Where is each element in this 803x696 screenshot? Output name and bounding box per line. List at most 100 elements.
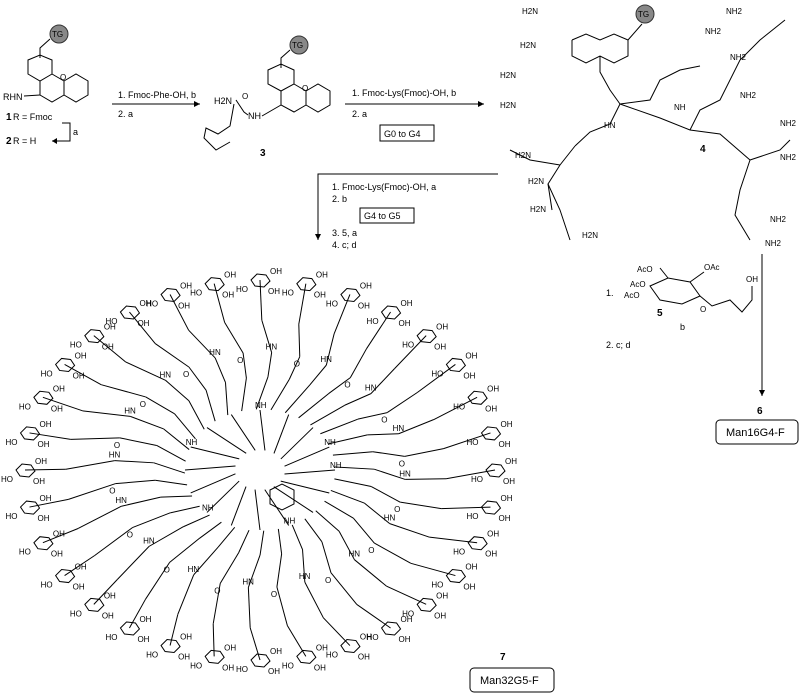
dendrimer-bond: [310, 404, 345, 426]
step3-line2: 2. b: [332, 194, 347, 204]
tentagel-bead-3: [289, 35, 309, 55]
mannose-oh-label: OH: [465, 563, 477, 572]
compound-5-step-b: b: [680, 322, 685, 332]
mannose-oh-label: OH: [53, 384, 65, 393]
c4-nh2-4: H2N: [500, 101, 516, 110]
dendrimer-bond: [212, 623, 215, 657]
dendrimer-bond: [284, 446, 330, 467]
mannose-ring: [480, 426, 502, 441]
mannose-ring: [204, 649, 225, 664]
amide-o-label: O: [381, 416, 387, 425]
dendrimer-bond: [325, 333, 335, 366]
dendrimer-bond: [367, 433, 399, 436]
amide-hn-label: HN: [393, 424, 405, 433]
dendrimer-bond: [64, 364, 102, 386]
dendrimer-bond: [255, 376, 269, 410]
dendrimer-bond: [206, 480, 240, 513]
amide-o-label: O: [271, 590, 277, 599]
dendrimer-bond: [94, 527, 134, 556]
mannose-ring: [340, 287, 361, 302]
dendrimer-bond: [242, 352, 247, 379]
resin-label-1: TG: [52, 30, 63, 39]
mannose-oh-label: OH: [434, 611, 446, 620]
amide-o-label: O: [109, 487, 115, 496]
mannose-oh-label: OH: [75, 351, 87, 360]
mannose-oh-label: OH: [268, 667, 280, 676]
amide-hn-label: HN: [320, 355, 332, 364]
mannose-ring: [467, 536, 488, 551]
mannose-oh-label: OH: [434, 343, 446, 352]
dendrimer-bond: [114, 460, 154, 464]
mannose-oh-label: OH: [314, 663, 326, 672]
dendrimer-bond: [183, 514, 210, 528]
mannose-ho-label: HO: [105, 317, 117, 326]
dendrimer-bond: [68, 483, 116, 500]
mannose-oh-label: OH: [360, 633, 372, 642]
mannose-oh-label: OH: [399, 635, 411, 644]
dendrimer-bond: [304, 581, 324, 619]
mannose-oh-label: OH: [51, 550, 63, 559]
dendrimer-bond: [129, 311, 156, 344]
dendrimer-bond: [145, 396, 175, 415]
compound-4-number: 4: [700, 144, 706, 155]
amide-nh-label: NH: [202, 503, 214, 512]
dendrimer-bond: [374, 468, 406, 480]
compound-5-structure: AcO OAc AcO AcO O OH 1. 5 b 2. c; d: [606, 263, 758, 350]
compound-3-number: 3: [260, 148, 266, 159]
amide-o-label: O: [114, 441, 120, 450]
mannose-ring: [160, 639, 181, 654]
mannose-ho-label: HO: [453, 548, 465, 557]
amide-o-label: O: [164, 565, 170, 574]
c4-nh2-7: H2N: [530, 205, 546, 214]
dendrimer-bond: [270, 379, 290, 411]
dendrimer-bond: [65, 460, 115, 470]
mannose-oh-label: OH: [224, 643, 236, 652]
mannose-oh-label: OH: [40, 420, 52, 429]
dendrimer-bond: [280, 427, 314, 460]
dendrimer-bond: [441, 506, 491, 510]
dendrimer-bond: [332, 451, 373, 456]
dendrimer-bond: [190, 473, 236, 494]
compound-6-box: [715, 419, 799, 445]
amide-nh-label: NH: [255, 401, 267, 410]
reaction-step-2: 1. Fmoc-Lys(Fmoc)-OH, b 2. a G0 to G4: [345, 88, 484, 142]
c5-oac: OAc: [704, 263, 720, 272]
mannose-ho-label: HO: [1, 475, 13, 484]
dendrimer-bond: [315, 510, 340, 532]
dendrimer-bond: [130, 415, 164, 430]
mannose-ring: [296, 649, 317, 664]
dendrimer-bond: [276, 553, 283, 588]
mannose-ho-label: HO: [367, 317, 379, 326]
c4-hn: HN: [604, 121, 616, 130]
dendrimer-bond: [398, 419, 435, 435]
mannose-oh-label: OH: [465, 351, 477, 360]
dendrimer-bond: [42, 528, 79, 544]
dendrimer-bond: [330, 572, 358, 605]
dendrimer-bond: [153, 462, 186, 474]
reaction-step-4: [759, 254, 765, 396]
dendrimer-bond: [433, 396, 478, 420]
dendrimer-bond: [372, 451, 405, 457]
mannose-oh-label: OH: [436, 323, 448, 332]
mannose-oh-label: OH: [401, 615, 413, 624]
mannose-ho-label: HO: [236, 665, 248, 674]
mannose-oh-label: OH: [51, 404, 63, 413]
dendrimer-bond: [177, 574, 195, 615]
step-a-arrow: [52, 122, 71, 142]
tentagel-bead-1: [49, 24, 69, 44]
dendrimer-bond: [259, 279, 263, 321]
amide-hn-label: HN: [399, 469, 411, 478]
dendrimer-bond: [327, 434, 368, 445]
mannose-oh-label: OH: [104, 323, 116, 332]
mannose-ho-label: HO: [326, 299, 338, 308]
mannose-oh-label: OH: [53, 530, 65, 539]
dendrimer-bond: [288, 356, 301, 380]
mannose-oh-label: OH: [35, 457, 47, 466]
c4-nh2-8: H2N: [582, 231, 598, 240]
dendrimer-bond: [276, 586, 288, 626]
dendrimer-bond: [254, 489, 261, 531]
mannose-oh-label: OH: [104, 591, 116, 600]
c5-oh: OH: [746, 275, 758, 284]
mannose-oh-label: OH: [485, 550, 497, 559]
